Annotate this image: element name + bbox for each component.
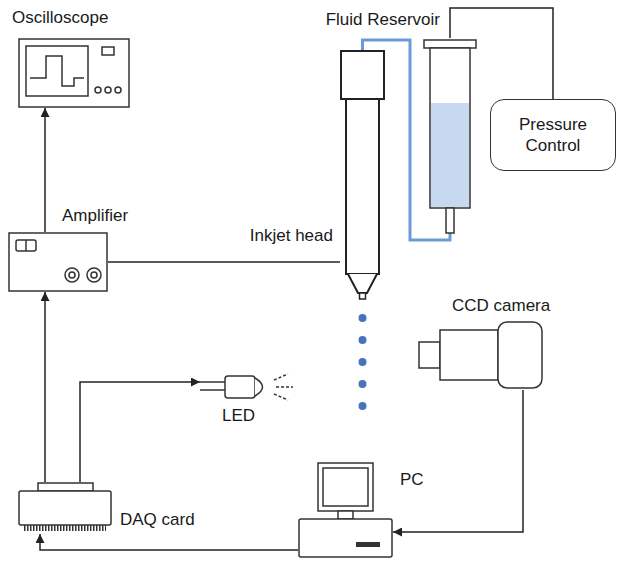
ccd-camera: CCD camera <box>418 320 543 390</box>
signal-wire <box>44 292 46 482</box>
device-label: Inkjet head <box>250 226 333 246</box>
signal-wire <box>393 390 523 532</box>
ccd-camera-icon <box>418 320 543 390</box>
droplets <box>359 314 367 410</box>
signal-wire <box>44 108 46 232</box>
pc-icon <box>298 462 393 560</box>
device-label: LED <box>222 406 255 426</box>
amplifier: Amplifier <box>8 232 108 292</box>
signal-wire <box>108 261 340 263</box>
device-label: CCD camera <box>452 296 550 316</box>
led: LED <box>200 372 295 402</box>
device-label: Fluid Reservoir <box>326 10 440 30</box>
device-label: DAQ card <box>120 510 195 530</box>
daq-card: DAQ card <box>18 482 113 534</box>
signal-wire <box>40 534 298 550</box>
inkjet-head: Inkjet head <box>340 50 385 300</box>
droplet <box>359 380 367 388</box>
oscilloscope-icon <box>18 38 130 108</box>
daq-card-icon <box>18 482 113 534</box>
device-label: Amplifier <box>62 206 128 226</box>
droplet <box>359 314 367 322</box>
droplet <box>359 358 367 366</box>
pressure-control-box: Pressure Control <box>490 99 616 171</box>
box-text: Pressure Control <box>505 114 601 156</box>
device-label: Oscilloscope <box>12 8 108 28</box>
fluid-reservoir-icon <box>420 38 480 233</box>
oscilloscope: Oscilloscope <box>18 38 130 108</box>
fluid-reservoir: Fluid Reservoir <box>420 38 480 233</box>
signal-wire <box>80 382 200 482</box>
device-label: PC <box>400 470 424 490</box>
led-icon <box>200 372 295 402</box>
pc: PC <box>298 462 393 560</box>
droplet <box>359 336 367 344</box>
droplet <box>359 402 367 410</box>
inkjet-head-icon <box>340 50 385 300</box>
amplifier-icon <box>8 232 108 292</box>
